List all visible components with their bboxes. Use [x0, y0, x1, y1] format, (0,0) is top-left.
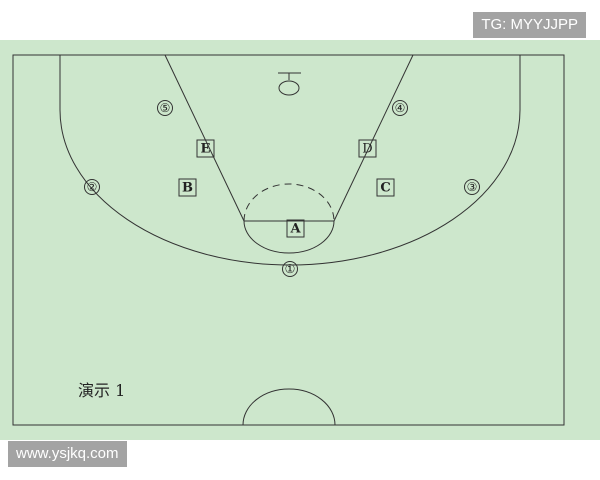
lane-line-right	[333, 54, 414, 222]
three-point-line	[59, 55, 521, 266]
defense-marker-e: E	[196, 139, 215, 158]
offense-marker-2-label: ②	[87, 180, 98, 194]
court-boundary	[12, 54, 565, 426]
offense-marker-4-label: ④	[395, 101, 406, 115]
diagram-caption: 演示 1	[78, 381, 125, 400]
defense-marker-b: B	[178, 178, 197, 197]
defense-marker-d-label: D	[362, 142, 372, 157]
watermark-top: TG: MYYJJPP	[473, 12, 586, 38]
offense-marker-3-label: ③	[467, 180, 478, 194]
defense-marker-d: D	[358, 139, 377, 158]
offense-marker-5-label: ⑤	[160, 101, 171, 115]
center-circle	[242, 388, 336, 426]
lane-line-left	[164, 54, 245, 222]
defense-marker-c: C	[376, 178, 395, 197]
defense-marker-a-label: A	[289, 222, 301, 237]
defense-marker-c-label: C	[380, 181, 390, 196]
offense-marker-5: ⑤	[157, 100, 173, 116]
offense-marker-2: ②	[84, 179, 100, 195]
offense-marker-1-label: ①	[285, 262, 296, 276]
hoop	[278, 80, 300, 96]
offense-marker-1: ①	[282, 261, 298, 277]
watermark-bottom: www.ysjkq.com	[8, 441, 127, 467]
defense-marker-b-label: B	[182, 181, 193, 196]
court-background	[0, 40, 600, 440]
free-throw-circle-bottom	[243, 220, 335, 254]
offense-marker-4: ④	[392, 100, 408, 116]
defense-marker-a: A	[286, 219, 305, 238]
offense-marker-3: ③	[464, 179, 480, 195]
defense-marker-e-label: E	[201, 142, 211, 157]
free-throw-circle-top	[243, 183, 335, 222]
